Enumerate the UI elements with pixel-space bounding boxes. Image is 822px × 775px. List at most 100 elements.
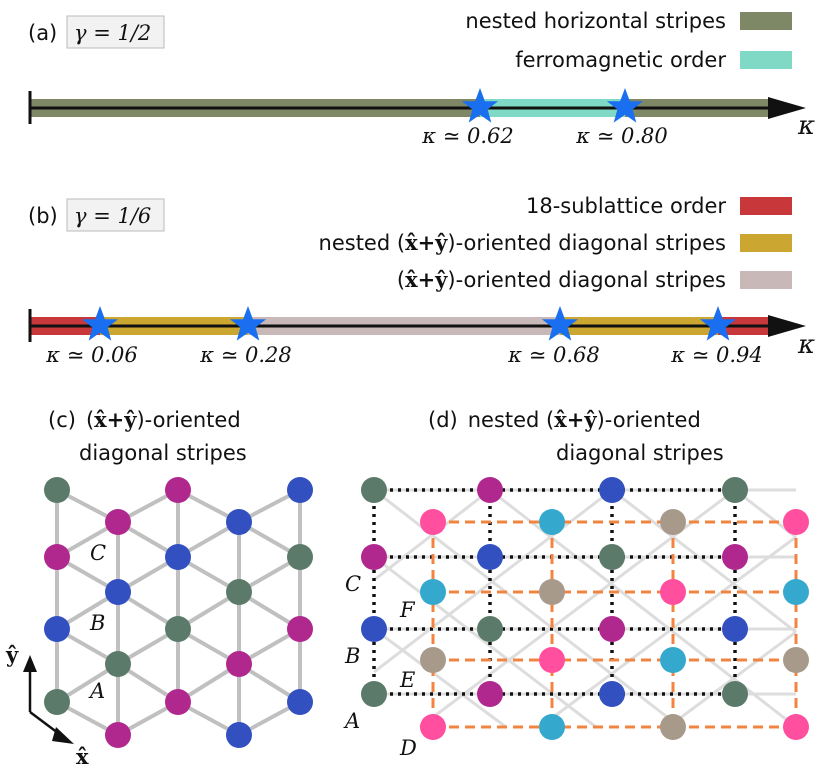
panel-b-star-0-28 [229, 306, 267, 341]
site-taupe [420, 647, 446, 673]
site-magenta [105, 722, 131, 748]
site-pink [420, 714, 446, 740]
panel-b-axis-arrowhead [768, 315, 806, 337]
site-green [361, 681, 387, 707]
panel-c-sites [44, 477, 313, 748]
site-blue [44, 616, 70, 642]
panel-a: (a) γ = 1/2 nested horizontal stripes fe… [28, 9, 815, 148]
site-taupe [539, 579, 565, 605]
panel-a-gamma-box [66, 15, 165, 49]
panel-a-star-0-62 [461, 88, 499, 123]
site-blue [287, 689, 313, 715]
panel-b-legend-3-vec: x̂+ŷ [405, 267, 448, 292]
panel-b-transition-label-4: κ ≃ 0.94 [670, 343, 762, 367]
site-pink [539, 647, 565, 673]
site-blue [599, 477, 625, 503]
panel-a-legend-label-2: ferromagnetic order [515, 48, 726, 72]
panel-c: (c)(x̂+ŷ)-oriented diagonal stripes [5, 407, 313, 769]
panel-c-coordinate-axes: ŷ x̂ [5, 642, 89, 769]
panel-d-tag: (d) [428, 408, 458, 432]
site-pink [783, 714, 809, 740]
site-taupe [660, 509, 686, 535]
panel-a-legend-label-1: nested horizontal stripes [465, 9, 726, 33]
site-green [165, 616, 191, 642]
panel-b-axis-symbol: κ [797, 330, 815, 360]
panel-d-title-post: )-oriented [597, 408, 701, 432]
panel-d-site-label-c: C [345, 572, 361, 596]
site-magenta [165, 689, 191, 715]
site-green [44, 689, 70, 715]
site-magenta [477, 681, 503, 707]
panel-a-tag: (a) [28, 21, 57, 45]
site-green [722, 477, 748, 503]
site-magenta [105, 509, 131, 535]
site-taupe [660, 714, 686, 740]
panel-c-title-line-2: diagonal stripes [79, 441, 247, 465]
panel-b-legend-2-pre: nested ( [319, 231, 406, 255]
site-magenta [477, 477, 503, 503]
panel-c-site-label-b: B [89, 611, 105, 635]
panel-d-title-line-1: (d) nested (x̂+ŷ)-oriented [428, 407, 701, 432]
site-green [722, 681, 748, 707]
site-blue [226, 722, 252, 748]
panel-b-star-0-06 [81, 306, 119, 341]
site-magenta [599, 616, 625, 642]
panel-d-title-pre: nested ( [468, 408, 555, 432]
site-magenta [287, 616, 313, 642]
panel-b-tag: (b) [28, 204, 58, 228]
panel-a-legend-swatch-2 [740, 51, 792, 69]
panel-b: (b) γ = 1/6 18-sublattice order nested (… [28, 194, 815, 367]
panel-b-gamma-box [66, 198, 165, 232]
panel-b-legend-label-1: 18-sublattice order [526, 194, 726, 218]
site-green [226, 579, 252, 605]
panel-c-site-label-a: A [88, 679, 105, 703]
panel-d-sites [361, 477, 809, 740]
site-blue [165, 544, 191, 570]
site-blue [287, 477, 313, 503]
panel-b-star-0-94 [699, 306, 737, 341]
site-magenta [44, 544, 70, 570]
site-blue [226, 509, 252, 535]
panel-d: (d)nested (x̂+ŷ)-oriented diagonal strip… [343, 407, 809, 760]
panel-a-transition-label-2: κ ≃ 0.80 [575, 124, 667, 148]
site-pink [660, 579, 686, 605]
panel-c-vec: x̂+ŷ [94, 407, 137, 432]
site-green [105, 651, 131, 677]
site-blue [361, 616, 387, 642]
panel-b-legend-label-2: nested (x̂+ŷ)-oriented diagonal stripes [319, 230, 726, 255]
panel-d-site-label-a: A [343, 709, 360, 733]
panel-d-vec: x̂+ŷ [554, 407, 597, 432]
site-cyan [660, 647, 686, 673]
x-axis-arrowhead [52, 727, 74, 744]
panel-c-title-post: )-oriented [136, 408, 240, 432]
panel-b-legend-2-vec: x̂+ŷ [405, 230, 448, 255]
panel-b-legend-label-3: (x̂+ŷ)-oriented diagonal stripes [397, 267, 726, 292]
panel-d-site-label-d: D [399, 736, 417, 760]
site-magenta [361, 544, 387, 570]
site-green [44, 477, 70, 503]
site-blue [105, 579, 131, 605]
panel-b-legend-3-pre: ( [397, 268, 405, 292]
panel-b-transition-label-1: κ ≃ 0.06 [45, 343, 137, 367]
panel-c-site-label-c: C [90, 541, 106, 565]
site-blue [599, 681, 625, 707]
panel-c-title-line-1: (c)(x̂+ŷ)-oriented [48, 407, 241, 432]
panel-a-legend-swatch-1 [740, 12, 792, 30]
panel-b-legend-2-post: )-oriented diagonal stripes [447, 231, 726, 255]
panel-b-legend-swatch-2 [740, 234, 792, 252]
site-green [361, 477, 387, 503]
panel-d-site-label-f: F [399, 598, 416, 622]
panel-c-axis-y-label: ŷ [5, 642, 19, 667]
site-green [287, 544, 313, 570]
panel-b-transition-label-2: κ ≃ 0.28 [199, 343, 291, 367]
site-pink [420, 509, 446, 535]
site-cyan [539, 509, 565, 535]
panel-c-tag: (c) [48, 408, 76, 432]
site-magenta [165, 477, 191, 503]
panel-a-transition-label-1: κ ≃ 0.62 [421, 124, 513, 148]
panel-d-site-label-b: B [344, 644, 360, 668]
site-blue [722, 616, 748, 642]
panel-a-gamma: γ = 1/2 [74, 21, 151, 45]
site-cyan [420, 579, 446, 605]
